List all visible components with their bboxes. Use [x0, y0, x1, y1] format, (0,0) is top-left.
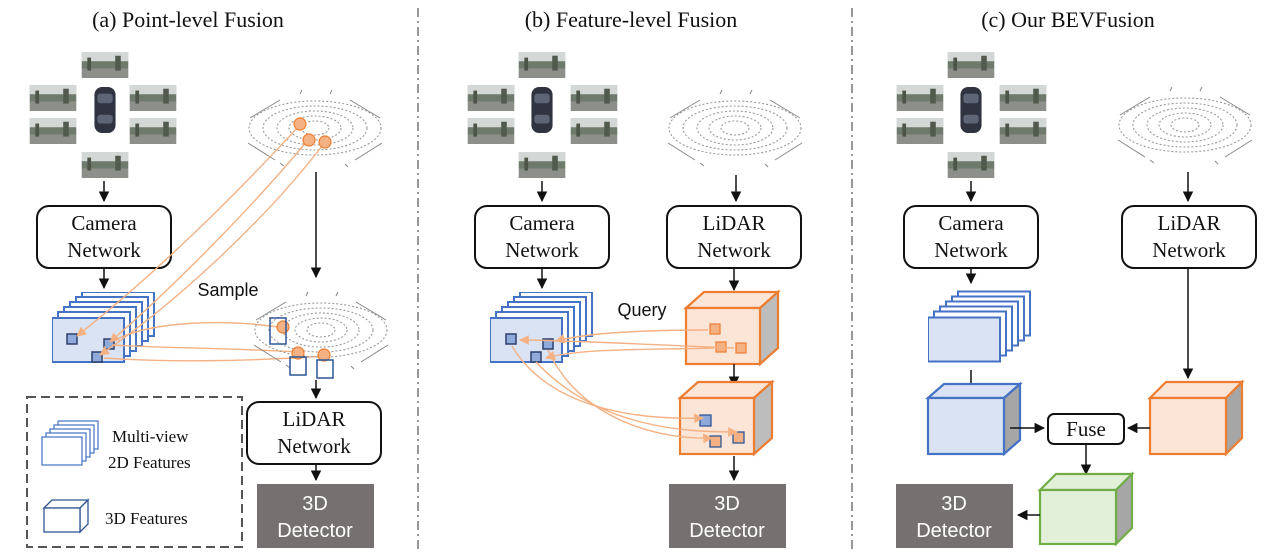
legend-3d-features-icon	[42, 498, 90, 534]
svg-text:Camera: Camera	[509, 211, 575, 235]
camera-network-box: Camera Network	[474, 205, 610, 269]
camera-network-box: Camera Network	[36, 205, 172, 269]
svg-text:Detector: Detector	[916, 520, 992, 542]
svg-text:Fuse: Fuse	[1066, 417, 1106, 441]
panel-point-level: (a) Point-level Fusion Camera Network Sa…	[26, 7, 389, 548]
fuse-box: Fuse	[1047, 413, 1125, 445]
sampled-points	[293, 117, 332, 149]
detector-box: 3D Detector	[257, 484, 374, 548]
camera-views	[29, 52, 177, 178]
svg-text:3D: 3D	[302, 493, 328, 515]
svg-text:Network: Network	[697, 238, 771, 262]
sample-label: Sample	[197, 280, 258, 300]
query-arrows	[519, 329, 735, 361]
lidar-point-cloud	[1117, 86, 1253, 165]
lidar-point-cloud	[667, 89, 803, 168]
lidar-3d-feature-cube	[683, 289, 781, 367]
svg-text:Network: Network	[1152, 238, 1226, 262]
query-label: Query	[617, 300, 666, 320]
svg-text:Camera: Camera	[938, 211, 1004, 235]
panel-bevfusion: (c) Our BEVFusion Camera Network LiDAR N…	[896, 7, 1257, 548]
svg-text:Network: Network	[277, 434, 351, 458]
svg-text:LiDAR: LiDAR	[1158, 211, 1221, 235]
svg-text:3D: 3D	[941, 493, 967, 515]
panel-title: (c) Our BEVFusion	[981, 7, 1155, 32]
panel-title: (b) Feature-level Fusion	[525, 7, 738, 32]
fused-3d-feature-cube	[677, 379, 775, 457]
svg-text:Network: Network	[67, 238, 141, 262]
svg-text:Detector: Detector	[689, 520, 765, 542]
panel-title: (a) Point-level Fusion	[92, 7, 284, 32]
svg-text:Network: Network	[505, 238, 579, 262]
gather-arrows	[511, 345, 738, 444]
lidar-network-box: LiDAR Network	[666, 205, 802, 269]
multiview-2d-features	[928, 290, 1032, 363]
legend-multiview-icon	[41, 420, 99, 466]
lidar-network-box: LiDAR Network	[246, 401, 382, 465]
svg-text:Multi-view: Multi-view	[112, 427, 189, 446]
svg-text:Network: Network	[934, 238, 1008, 262]
detector-box: 3D Detector	[669, 484, 786, 548]
camera-views	[896, 52, 1047, 178]
camera-network-box: Camera Network	[903, 205, 1039, 269]
fused-bev-feature-cube	[1037, 471, 1135, 547]
camera-bev-feature-cube	[925, 381, 1023, 457]
camera-views	[467, 52, 618, 178]
svg-text:Detector: Detector	[277, 520, 353, 542]
legend: Multi-view 2D Features 3D Features	[26, 396, 243, 548]
detector-box: 3D Detector	[896, 484, 1013, 548]
lidar-bev-feature-cube	[1147, 379, 1245, 457]
svg-text:3D: 3D	[714, 493, 740, 515]
svg-text:3D Features: 3D Features	[105, 509, 188, 528]
svg-text:2D Features: 2D Features	[108, 453, 191, 472]
svg-text:LiDAR: LiDAR	[283, 407, 346, 431]
lidar-network-box: LiDAR Network	[1121, 205, 1257, 269]
panel-feature-level: (b) Feature-level Fusion Camera Network …	[467, 7, 803, 548]
svg-text:Camera: Camera	[71, 211, 137, 235]
svg-text:LiDAR: LiDAR	[703, 211, 766, 235]
